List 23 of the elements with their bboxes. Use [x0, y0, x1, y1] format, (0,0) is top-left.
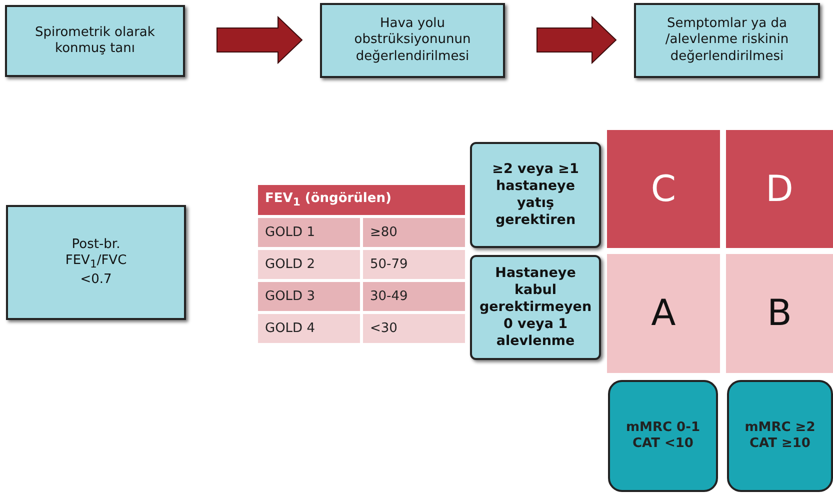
table-cell: 50-79	[363, 250, 465, 279]
process-box: Post-br. FEV$_{1}$/FVC <0.7	[6, 205, 186, 320]
table-cell: 30-49	[363, 282, 465, 311]
table-cell: GOLD 1	[258, 218, 360, 247]
group-cell: B	[726, 254, 833, 373]
group-cell: D	[726, 130, 833, 248]
process-box: Hava yolu obstrüksiyonunun değerlendirilmesi	[320, 3, 505, 78]
block-arrow	[536, 16, 617, 64]
table-cell: GOLD 4	[258, 314, 360, 343]
group-cell: C	[607, 130, 720, 248]
table-cell: GOLD 3	[258, 282, 360, 311]
group-cell: A	[607, 254, 720, 373]
criteria-box: ≥2 veya ≥1 hastaneye yatış gerektiren	[470, 142, 601, 248]
table-cell: ≥80	[363, 218, 465, 247]
table-cell: <30	[363, 314, 465, 343]
block-arrow	[216, 16, 303, 64]
symptom-box: mMRC ≥2 CAT ≥10	[727, 380, 833, 492]
criteria-box: Hastaneye kabul gerektirmeyen 0 veya 1 alevlenme	[470, 255, 601, 360]
process-box: Spirometrik olarak konmuş tanı	[5, 5, 185, 77]
table-header: FEV$_{1}$ (öngörülen)	[258, 185, 465, 215]
table-cell: GOLD 2	[258, 250, 360, 279]
process-box: Semptomlar ya da /alevlenme riskinin değerlendirilmesi	[634, 3, 820, 78]
symptom-box: mMRC 0-1 CAT <10	[608, 380, 718, 492]
